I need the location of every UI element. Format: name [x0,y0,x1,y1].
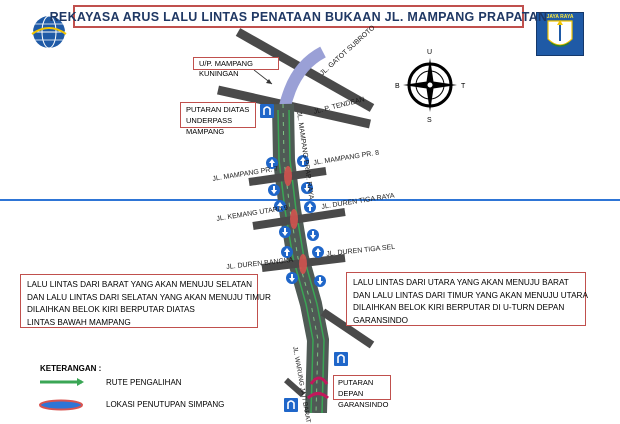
arrow-down-icon [286,272,298,284]
arrow-down-icon [279,226,291,238]
description-line: DAN LALU LINTAS DARI TIMUR YANG AKAN MEN… [353,290,588,300]
monas-emblem-icon [547,20,573,47]
description-line: DAN LALU LINTAS DARI SELATAN YANG AKAN M… [27,292,271,302]
logo-motto: JAYA RAYA [546,14,574,20]
callout-flyover: U/P. MAMPANG KUNINGAN [193,57,279,78]
arrow-up-icon [281,246,293,258]
uturn-garansindo [309,376,329,385]
road-garansindo [320,308,375,349]
closure-kemang [290,209,298,229]
description-line: DILAIHKAN BELOK KIRI BERPUTAR DIATAS [27,305,195,314]
description-line: LINTAS BAWAH MAMPANG [27,317,131,327]
arrow-up-icon [304,201,316,213]
legend-closure-swatch [39,399,83,411]
legend-item-closure: LOKASI PENUTUPAN SIMPANG [106,400,225,409]
page-title: REKAYASA ARUS LALU LINTAS PENATAAN BUKAA… [50,5,547,28]
arrow-up-icon [297,155,309,167]
description-line: DILAIHKAN BELOK KIRI BERPUTAR DI U-TURN … [353,303,565,312]
ministry-logo [30,12,68,52]
legend-arrow-head-icon [77,378,84,386]
arrow-up-icon [266,157,278,169]
callout-line: GARANSINDO [338,400,389,409]
traffic-map: U S B T [39,28,466,413]
arrow-up-icon [274,200,286,212]
description-line: GARANSINDO [353,315,409,325]
dki-jakarta-logo: JAYA RAYA [536,12,584,56]
arrow-down-icon [301,182,313,194]
callout-line: UNDERPASS MAMPANG [186,116,233,136]
callout-uturn-bottom: PUTARAN DEPAN GARANSINDO [333,375,391,409]
divider-line [0,199,620,201]
arrow-up-icon [312,246,324,258]
pointer-head-icon [266,79,272,84]
callout-uturn-top: PUTARAN DIATAS UNDERPASS MAMPANG [180,102,256,136]
compass-north: U [427,49,432,56]
callout-line: PUTARAN DEPAN [338,378,374,398]
description-line: LALU LINTAS DARI UTARA YANG AKAN MENUJU … [353,278,569,287]
u-turn-sign-icon [284,398,298,412]
description-right: LALU LINTAS DARI UTARA YANG AKAN MENUJU … [346,272,588,326]
closure-pr [284,166,292,186]
arrow-down-icon [268,184,280,196]
road-median [282,103,319,413]
road-kemang-duren-raya [252,208,346,230]
arrow-down-icon [307,229,319,241]
compass-east: T [461,83,466,90]
globe-emblem-icon [31,15,67,49]
detour-route-west [277,109,314,413]
u-turn-sign-icon [334,352,348,366]
arrow-down-icon [314,275,326,287]
description-line: LALU LINTAS DARI BARAT YANG AKAN MENUJU … [27,280,253,289]
legend-item-detour: RUTE PENGALIHAN [106,378,182,387]
uturn-garansindo-2 [306,392,330,400]
road-warung-jati [284,377,305,398]
compass-west: B [395,83,400,90]
u-turn-sign-icon [260,104,274,118]
callout-line: PUTARAN DIATAS [186,105,250,114]
description-left: LALU LINTAS DARI BARAT YANG AKAN MENUJU … [20,274,271,328]
legend-title: KETERANGAN : [40,364,102,373]
compass-rose-icon [403,58,457,112]
closure-bangka [299,254,307,274]
compass-south: S [427,117,432,124]
